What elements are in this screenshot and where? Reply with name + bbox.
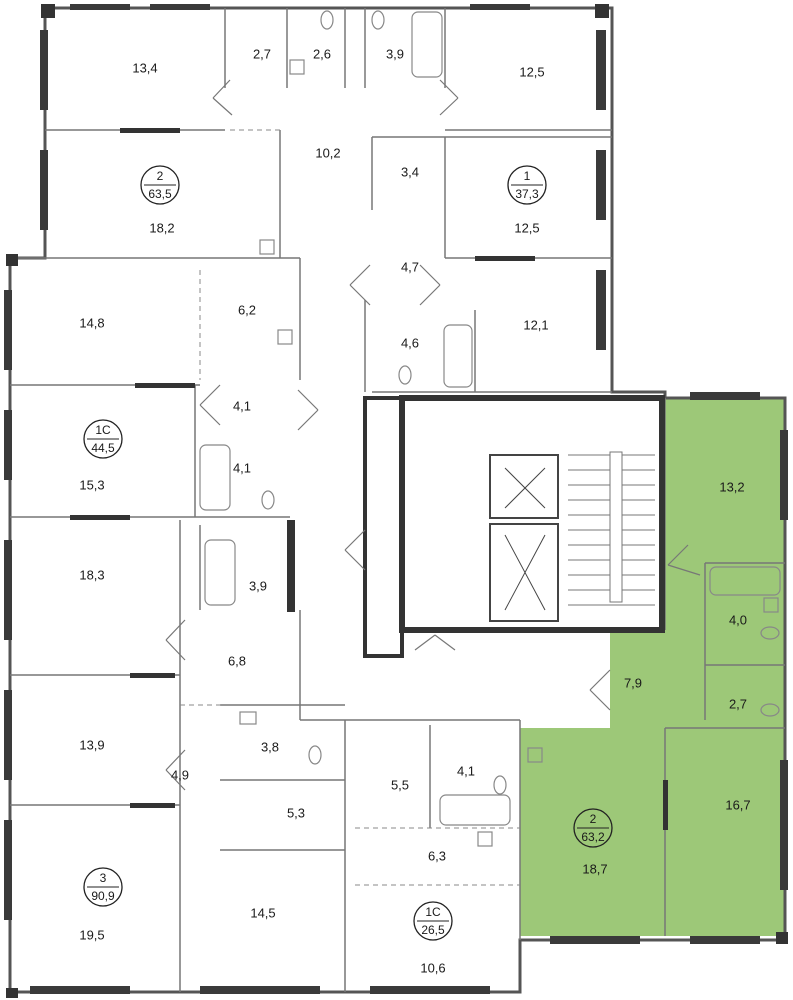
stairs-icon [568, 451, 655, 606]
room-area: 15,3 [79, 478, 104, 493]
room-area: 18,3 [79, 568, 104, 583]
room-area: 2,7 [253, 47, 271, 62]
apartment-badge-apt-1: 137,3 [507, 165, 547, 205]
room-area: 3,8 [261, 740, 279, 755]
room-area: 2,6 [313, 47, 331, 62]
apartment-badge-apt-1c-mid: 1С 44,5 [83, 419, 123, 459]
room-area: 14,5 [250, 906, 275, 921]
room-area: 6,3 [428, 849, 446, 864]
highlighted-apartment[interactable] [520, 398, 785, 936]
room-area: 3,9 [386, 47, 404, 62]
apartment-badge-apt-1c-bottom: 1С 26,5 [413, 901, 453, 941]
room-area-labels: 13,4 2,7 2,6 3,9 12,5 10,2 18,2 3,4 12,5 14,8 6,2 4… [79, 47, 750, 976]
apartment-rooms: 1 [524, 169, 531, 183]
door-swing-icon [165, 79, 701, 791]
room-area: 13,9 [79, 738, 104, 753]
room-area: 13,4 [132, 61, 157, 76]
apartment-badge-apt-2-green: 263,2 [573, 808, 613, 848]
apartment-rooms: 3 [100, 871, 107, 885]
room-area: 6,8 [228, 654, 246, 669]
apartment-badge-apt-3: 390,9 [83, 867, 123, 907]
apartment-area: 63,5 [148, 187, 172, 201]
room-area: 12,5 [519, 65, 544, 80]
room-area: 4,1 [233, 461, 251, 476]
windows [4, 4, 788, 994]
room-area: 4,0 [729, 613, 747, 628]
apartment-area: 63,2 [581, 830, 605, 844]
apartment-area: 37,3 [515, 187, 539, 201]
room-area: 16,7 [725, 798, 750, 813]
room-area: 10,2 [315, 146, 340, 161]
room-area: 2,7 [729, 697, 747, 712]
building-core [363, 395, 665, 658]
apartment-area: 26,5 [421, 923, 445, 937]
zone-dividers [180, 129, 520, 886]
room-area: 19,5 [79, 928, 104, 943]
apartment-area: 90,9 [91, 889, 115, 903]
room-area: 12,1 [523, 318, 548, 333]
apartment-rooms: 1С [425, 905, 441, 919]
bathtub-icon [199, 11, 781, 826]
sink-icon [239, 59, 779, 847]
toilet-icon [261, 10, 780, 795]
structural-columns [6, 4, 788, 998]
apartment-rooms: 2 [157, 169, 164, 183]
room-area: 12,5 [514, 221, 539, 236]
room-area: 14,8 [79, 316, 104, 331]
room-area: 10,6 [420, 961, 445, 976]
room-area: 3,4 [401, 165, 419, 180]
room-area: 18,7 [582, 862, 607, 877]
apartment-rooms: 1С [95, 423, 111, 437]
apartment-area: 44,5 [91, 441, 115, 455]
room-area: 5,3 [287, 806, 305, 821]
apartment-badge-apt-2-top: 263,5 [140, 165, 180, 205]
room-area: 6,2 [238, 303, 256, 318]
room-area: 3,9 [249, 579, 267, 594]
room-area: 4,9 [171, 768, 189, 783]
room-area: 7,9 [624, 676, 642, 691]
room-area: 13,2 [719, 480, 744, 495]
apartment-rooms: 2 [590, 812, 597, 826]
room-area: 18,2 [149, 221, 174, 236]
room-area: 5,5 [391, 778, 409, 793]
room-area: 4,7 [401, 260, 419, 275]
room-area: 4,6 [401, 336, 419, 351]
room-area: 4,1 [457, 764, 475, 779]
room-area: 4,1 [233, 399, 251, 414]
